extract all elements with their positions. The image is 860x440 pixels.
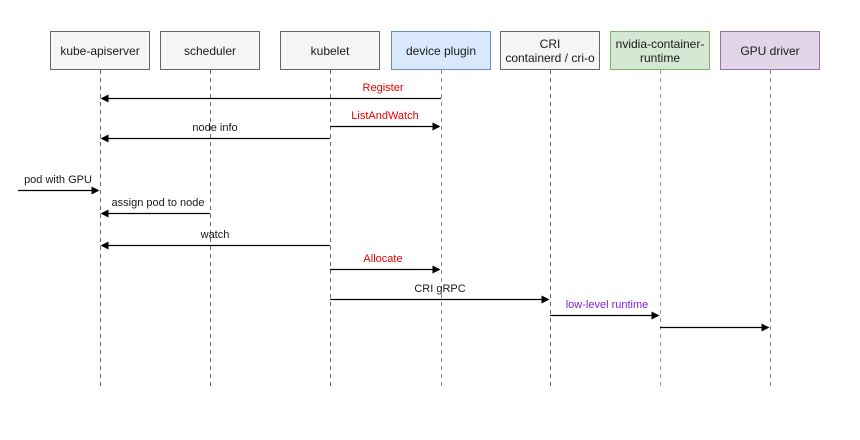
arrowhead-pod-with-gpu bbox=[91, 186, 100, 195]
actor-box-kube-apiserver[interactable]: kube-apiserver bbox=[50, 31, 150, 70]
message-label-list-and-watch: ListAndWatch bbox=[351, 110, 419, 122]
message-label-register: Register bbox=[362, 82, 404, 94]
arrowhead-node-info bbox=[100, 134, 109, 143]
actor-box-kubelet[interactable]: kubelet bbox=[280, 31, 380, 70]
actor-box-nvidia-container-runtime[interactable]: nvidia-container- runtime bbox=[610, 31, 710, 70]
message-label-cri-grpc: CRI gRPC bbox=[414, 283, 466, 295]
arrowhead-register bbox=[100, 94, 109, 103]
message-label-low-level-runtime: low-level runtime bbox=[565, 299, 649, 311]
actor-label-scheduler: scheduler bbox=[183, 43, 237, 58]
actor-label-kubelet: kubelet bbox=[310, 43, 350, 58]
message-label-node-info: node info bbox=[192, 122, 238, 134]
actor-box-gpu-driver[interactable]: GPU driver bbox=[720, 31, 820, 70]
actor-box-scheduler[interactable]: scheduler bbox=[160, 31, 260, 70]
actor-label-cri: CRI containerd / cri-o bbox=[505, 36, 595, 65]
message-label-watch: watch bbox=[200, 229, 230, 241]
arrowhead-cri-grpc bbox=[541, 295, 550, 304]
actor-box-device-plugin[interactable]: device plugin bbox=[391, 31, 491, 70]
actor-label-kube-apiserver: kube-apiserver bbox=[60, 43, 140, 58]
message-label-allocate: Allocate bbox=[363, 253, 403, 265]
actor-box-cri[interactable]: CRI containerd / cri-o bbox=[500, 31, 600, 70]
message-label-pod-with-gpu: pod with GPU bbox=[24, 174, 92, 186]
actor-label-nvidia-container-runtime: nvidia-container- runtime bbox=[615, 36, 705, 65]
arrowhead-allocate bbox=[432, 265, 441, 274]
arrowhead-low-level-runtime bbox=[651, 311, 660, 320]
arrowhead-runtime-to-driver bbox=[761, 323, 770, 332]
arrowhead-assign-pod-to-node bbox=[100, 209, 109, 218]
actor-label-device-plugin: device plugin bbox=[405, 43, 477, 58]
arrowhead-list-and-watch bbox=[432, 122, 441, 131]
message-label-assign-pod-to-node: assign pod to node bbox=[111, 197, 205, 209]
arrowhead-watch bbox=[100, 241, 109, 250]
actor-label-gpu-driver: GPU driver bbox=[740, 43, 800, 58]
